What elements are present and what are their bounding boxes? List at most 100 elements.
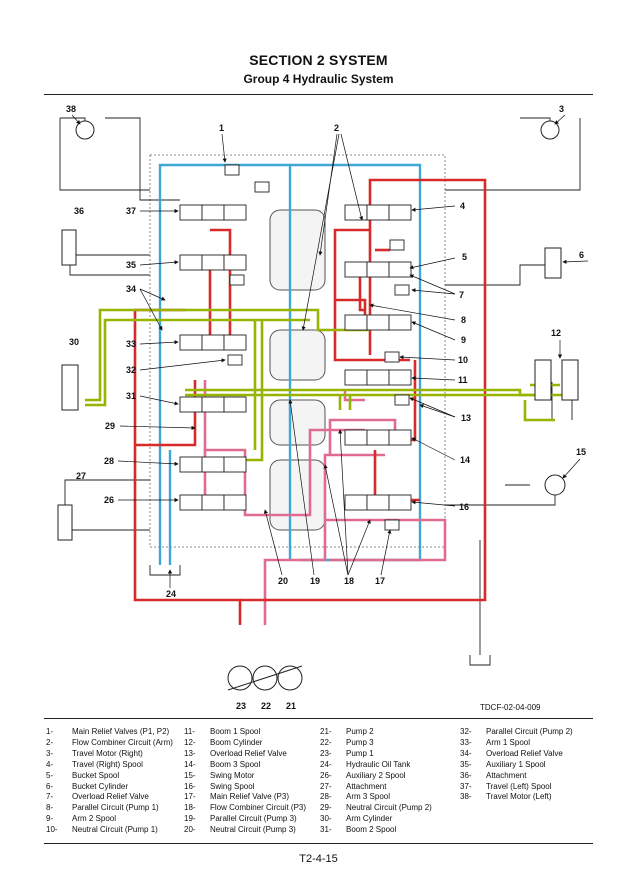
legend-item-number: 13- [184,748,196,758]
callout-36: 36 [74,206,84,216]
attachment-27 [57,504,73,541]
legend-item-text: Parallel Circuit (Pump 3) [210,814,297,824]
top-rule [44,94,593,95]
legend-item-text: Arm 2 Spool [72,814,117,824]
legend-item: 7-Overload Relief Valve [46,792,173,803]
legend-item: 5- Bucket Spool [46,771,173,782]
legend-item-text: Flow Combiner Circuit (P3) [210,803,307,813]
spool-boom1 [344,369,412,386]
legend-item-number: 35- [460,759,472,769]
boom-cylinder-b [561,359,579,401]
legend-item-text: Travel (Right) Spool [72,759,143,769]
legend-item: 20- Neutral Circuit (Pump 3) [184,825,306,836]
callout-38: 38 [66,104,76,114]
legend-item-number: 26- [320,770,332,780]
legend-item-number: 36- [460,770,472,780]
legend-item: 26- Auxiliary 2 Spool [320,771,432,782]
callout-18: 18 [344,576,354,586]
callout-27: 27 [76,471,86,481]
legend-item: 11-Boom 1 Spool [184,727,306,738]
legend-item: 38- Travel Motor (Left) [460,792,573,803]
legend-item: 37-Travel (Left) Spool [460,782,573,793]
legend-item-text: Travel Motor (Left) [486,792,552,802]
callout-24: 24 [166,589,176,599]
leader-lines [71,114,589,588]
legend-item-number: 5- [46,770,54,780]
callout-4: 4 [460,201,465,211]
legend-item-text: Arm 1 Spool [486,737,531,747]
legend-item-number: 18- [184,803,196,813]
legend-item: 14-Boom 3 Spool [184,760,306,771]
legend-item: 23-Pump 1 [320,749,432,760]
legend-item: 24-Hydraulic Oil Tank [320,760,432,771]
legend-item-text: Main Relief Valves (P1, P2) [72,727,170,736]
legend-item: 16-Swing Spool [184,782,306,793]
legend-item-number: 11- [184,727,195,736]
control-valve-body [149,154,446,548]
callout-7: 7 [459,290,464,300]
callout-6: 6 [579,250,584,260]
attachment-36 [61,229,77,266]
callout-23: 23 [236,701,246,711]
legend-item-number: 12- [184,737,196,747]
spool-arm2 [344,314,412,331]
legend-item-text: Attachment [486,770,527,780]
legend-item: 10-Neutral Circuit (Pump 1) [46,825,173,836]
legend-item: 12- Boom Cylinder [184,738,306,749]
group-title: Group 4 Hydraulic System [243,72,394,86]
callout-15: 15 [576,447,586,457]
legend-item-number: 29- [320,803,332,813]
legend-item-number: 8- [46,803,54,813]
callout-21: 21 [286,701,296,711]
callout-3: 3 [559,104,564,114]
legend-item: 17-Main Relief Valve (P3) [184,792,306,803]
legend-item: 15-Swing Motor [184,771,306,782]
arm-cylinder [61,364,79,411]
legend-item-text: Boom Cylinder [210,737,263,747]
legend-item: 36- Attachment [460,771,573,782]
spool-bucket [344,261,412,278]
legend-item: 22-Pump 3 [320,738,432,749]
legend-item: 1-Main Relief Valves (P1, P2) [46,727,173,738]
callout-11: 11 [458,375,468,385]
spool-boom3 [344,429,412,446]
legend-item-text: Auxiliary 2 Spool [346,770,406,780]
legend-item-text: Neutral Circuit (Pump 2) [346,803,432,813]
legend-item-number: 32- [460,727,472,736]
figure-reference: TDCF-02-04-009 [480,703,541,712]
legend-item: 4-Travel (Right) Spool [46,760,173,771]
spool-boom2 [179,396,247,413]
boom-cylinder-a [534,359,552,401]
legend-item-number: 30- [320,814,332,824]
legend-item-number: 2- [46,737,54,747]
legend-item: 13- Overload Relief Valve [184,749,306,760]
callout-26: 26 [104,495,114,505]
hydraulic-circuit-diagram: 1 2 3 4 5 6 7 8 9 10 11 12 13 14 15 16 1… [57,104,589,711]
callout-9: 9 [461,335,466,345]
callout-22: 22 [261,701,271,711]
legend-item-text: Neutral Circuit (Pump 3) [210,825,296,835]
callout-labels: 1 2 3 4 5 6 7 8 9 10 11 12 13 14 15 16 1… [66,104,586,711]
legend-item-number: 7- [46,792,54,802]
travel-motor-right [540,120,560,140]
legend-item: 9- Arm 2 Spool [46,814,173,825]
spool-aux2 [179,494,247,511]
legend-item: 31-Boom 2 Spool [320,825,432,836]
legend-item-text: Bucket Spool [72,770,120,780]
callout-29: 29 [105,421,115,431]
legend-item: 33- Arm 1 Spool [460,738,573,749]
section-title: SECTION 2 SYSTEM [249,52,388,68]
center-spool-housing [269,209,326,531]
legend-item-text: Overload Relief Valve [486,748,563,758]
legend-item-text: Overload Relief Valve [210,748,287,758]
legend-item-text: Swing Spool [210,781,255,791]
legend-item-number: 33- [460,737,472,747]
valve-spools [179,164,412,531]
callout-8: 8 [461,315,466,325]
legend-item-number: 20- [184,825,196,835]
legend-item: 30-Arm Cylinder [320,814,432,825]
pump-shaft [227,665,303,691]
legend-item-number: 38- [460,792,472,802]
legend-item-text: Travel (Left) Spool [486,781,552,791]
legend-item-number: 9- [46,814,54,824]
